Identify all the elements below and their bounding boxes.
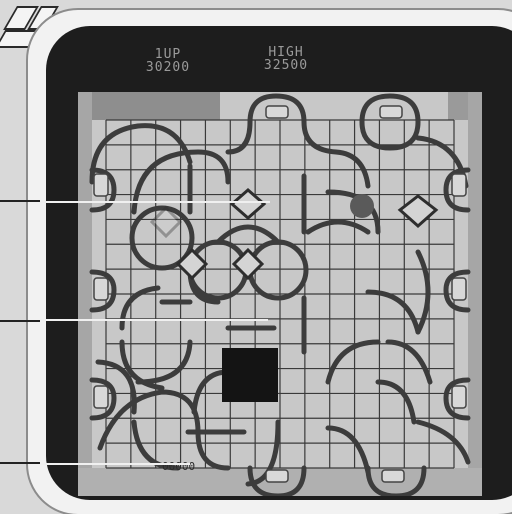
terminal-bottom bbox=[382, 470, 404, 482]
round-marker bbox=[350, 194, 374, 218]
terminal-right bbox=[452, 386, 466, 408]
playfield: 00000 bbox=[78, 92, 482, 496]
terminal-top bbox=[266, 106, 288, 118]
terminal-left bbox=[94, 174, 108, 196]
board-band-right bbox=[468, 92, 482, 496]
high-score: HIGH 32500 bbox=[246, 46, 326, 72]
high-score-value: 32500 bbox=[246, 59, 326, 72]
leader-line-shadow bbox=[0, 462, 40, 464]
leader-line-shadow bbox=[0, 200, 40, 202]
leader-line bbox=[40, 463, 190, 465]
terminal-left bbox=[94, 278, 108, 300]
terminal-left bbox=[94, 386, 108, 408]
terminal-right bbox=[452, 278, 466, 300]
player-score-value: 30200 bbox=[128, 61, 208, 74]
terminal-top bbox=[380, 106, 402, 118]
blocking-square bbox=[222, 348, 278, 402]
board-band-top-left bbox=[78, 92, 220, 120]
board-band-left bbox=[78, 92, 92, 496]
leader-line bbox=[40, 201, 270, 203]
terminal-right bbox=[452, 174, 466, 196]
leader-line bbox=[40, 319, 268, 321]
player-score: 1UP 30200 bbox=[128, 48, 208, 74]
leader-line-shadow bbox=[0, 320, 40, 322]
bottom-label: 00000 bbox=[162, 460, 195, 473]
terminal-bottom bbox=[266, 470, 288, 482]
